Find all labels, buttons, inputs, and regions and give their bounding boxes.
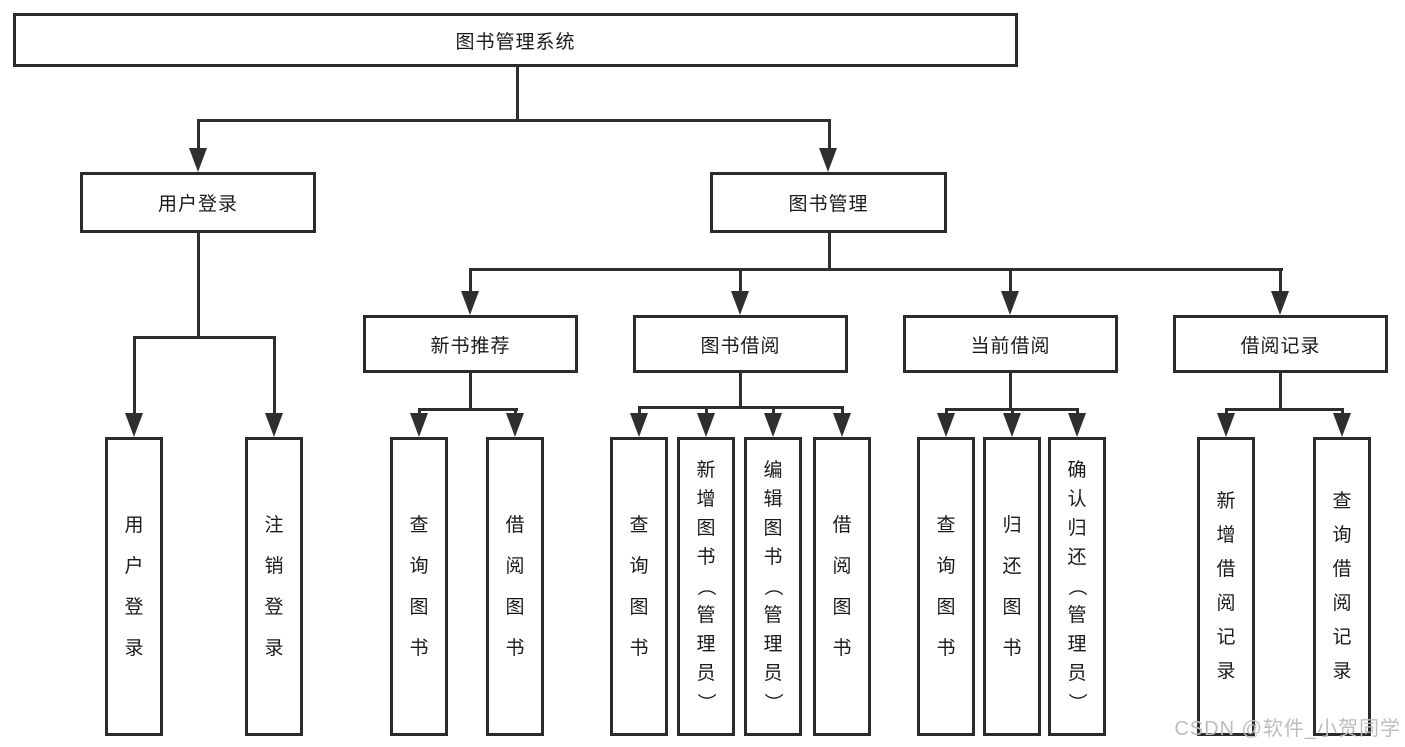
edge-line [739,372,742,409]
node-book-management-label: 图书管理 [788,194,869,215]
leaf-edit-book-admin-label: 编辑图书（管理员） [762,460,784,713]
arrow-down-icon [1068,413,1086,437]
edge-line [197,119,831,122]
leaf-query-book-current: 查询图书 [917,437,975,736]
leaf-user-login: 用户登录 [105,437,163,736]
arrow-down-icon [630,413,648,437]
node-borrow-records-label: 借阅记录 [1240,335,1321,357]
edge-line [1279,372,1282,411]
leaf-query-book-borrow: 查询图书 [610,437,668,736]
edge-line [828,119,831,152]
watermark: CSDN @软件_小贺同学 [1174,718,1401,740]
arrow-down-icon [506,413,524,437]
arrow-down-icon [1217,413,1235,437]
leaf-add-borrow-record: 新增借阅记录 [1197,437,1255,736]
edge-line [1225,408,1344,411]
edge-line [638,406,844,409]
leaf-logout-label: 注销登录 [264,514,284,659]
edge-line [273,336,276,416]
node-root: 图书管理系统 [13,13,1018,67]
edge-line [1279,268,1282,294]
edge-line [197,119,200,152]
edge-line [133,336,276,339]
leaf-query-book-current-label: 查询图书 [936,514,956,659]
edge-line [1225,408,1228,417]
arrow-down-icon [697,413,715,437]
arrow-down-icon [410,413,428,437]
leaf-borrow-book-label: 借阅图书 [832,514,852,659]
arrow-down-icon [461,291,479,315]
arrow-down-icon [1003,413,1021,437]
arrow-down-icon [764,413,782,437]
edge-line [1341,408,1344,417]
edge-line [828,232,831,271]
leaf-query-borrow-record-label: 查询借阅记录 [1332,491,1352,682]
arrow-down-icon [731,291,749,315]
arrow-down-icon [265,413,283,437]
leaf-query-book-recommend-label: 查询图书 [409,514,429,659]
edge-line [705,406,708,417]
node-current-borrow: 当前借阅 [903,315,1118,373]
edge-line [469,372,472,411]
edge-line [945,408,948,417]
edge-line [638,406,641,417]
edge-line [1009,268,1012,294]
edge-line [514,408,517,417]
node-current-borrow-label: 当前借阅 [970,335,1051,357]
edge-line [418,408,421,417]
node-borrow-records: 借阅记录 [1173,315,1388,373]
leaf-query-book-recommend: 查询图书 [390,437,448,736]
edge-line [516,66,519,122]
edge-line [469,268,472,294]
leaf-add-book-admin-label: 新增图书（管理员） [695,460,717,713]
node-root-label: 图书管理系统 [455,31,576,53]
leaf-borrow-book-recommend-label: 借阅图书 [505,514,525,659]
node-user-login: 用户登录 [80,172,316,233]
edge-line [418,408,518,411]
leaf-return-book: 归还图书 [983,437,1041,736]
arrow-down-icon [1333,413,1351,437]
node-book-management: 图书管理 [710,172,947,233]
arrow-down-icon [189,148,207,172]
node-new-book-recommend: 新书推荐 [363,315,578,373]
edge-line [469,268,1283,271]
leaf-confirm-return-admin: 确认归还（管理员） [1048,437,1106,736]
leaf-user-login-label: 用户登录 [124,514,144,659]
arrow-down-icon [1271,291,1289,315]
node-book-borrow: 图书借阅 [633,315,848,373]
arrow-down-icon [819,148,837,172]
leaf-borrow-book-recommend: 借阅图书 [486,437,544,736]
leaf-add-borrow-record-label: 新增借阅记录 [1216,491,1236,682]
leaf-borrow-book: 借阅图书 [813,437,871,736]
arrow-down-icon [937,413,955,437]
node-user-login-label: 用户登录 [157,194,238,215]
leaf-add-book-admin: 新增图书（管理员） [677,437,735,736]
node-new-book-recommend-label: 新书推荐 [430,335,511,357]
edge-line [1009,372,1012,411]
edge-line [739,268,742,294]
leaf-confirm-return-admin-label: 确认归还（管理员） [1066,460,1088,713]
edge-line [772,406,775,417]
edge-line [1076,408,1079,417]
edge-line [1011,408,1014,417]
node-book-borrow-label: 图书借阅 [700,335,781,357]
arrow-down-icon [1001,291,1019,315]
edge-line [133,336,136,416]
leaf-return-book-label: 归还图书 [1002,514,1022,659]
leaf-query-borrow-record: 查询借阅记录 [1313,437,1371,736]
leaf-logout: 注销登录 [245,437,303,736]
arrow-down-icon [125,413,143,437]
leaf-query-book-borrow-label: 查询图书 [629,514,649,659]
edge-line [197,232,200,339]
arrow-down-icon [833,413,851,437]
edge-line [841,406,844,417]
leaf-edit-book-admin: 编辑图书（管理员） [744,437,802,736]
